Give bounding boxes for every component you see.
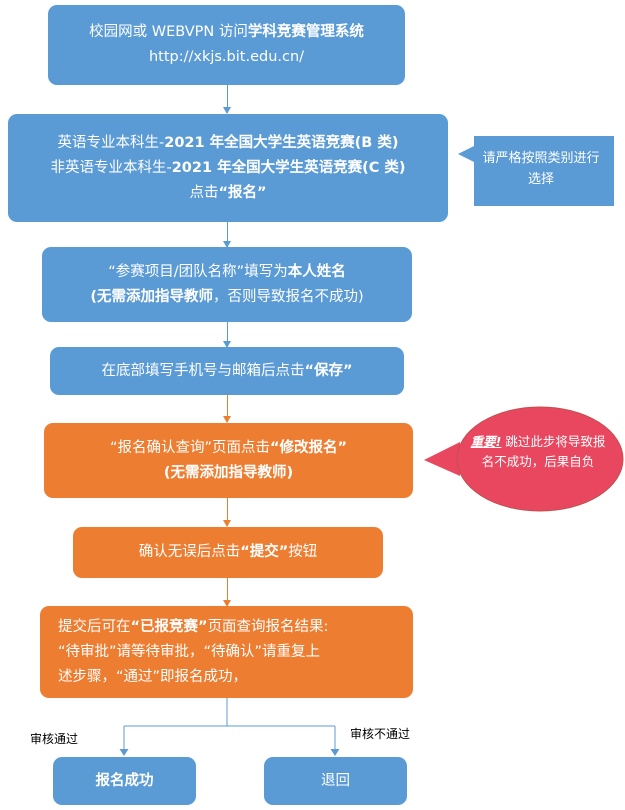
step-select-category-line3: 点击“报名” xyxy=(189,184,267,201)
step-modify-registration-line1: “报名确认查询”页面点击“修改报名” xyxy=(109,439,348,456)
step-fill-team-name: “参赛项目/团队名称”填写为本人姓名 (无需添加指导教师，否则导致报名不成功) xyxy=(42,247,412,322)
callout-important-warning-text: 重要! 跳过此步将导致报名不成功，后果自负 xyxy=(470,432,606,472)
callout-select-category-text: 请严格按照类别进行选择 xyxy=(482,151,600,187)
arrow-3 xyxy=(223,322,231,348)
result-back: 退回 xyxy=(264,757,407,805)
step-check-result: 提交后可在“已报竞赛”页面查询报名结果: “待审批”请等待审批，“待确认”请重复… xyxy=(40,606,413,698)
branch-connector xyxy=(119,698,340,756)
step-fill-team-name-line2: (无需添加指导教师，否则导致报名不成功) xyxy=(90,288,364,305)
step-modify-registration: “报名确认查询”页面点击“修改报名” (无需添加指导教师) xyxy=(44,423,413,498)
step-check-result-line2: “待审批”请等待审批，“待确认”请重复上 xyxy=(58,643,321,660)
result-success: 报名成功 xyxy=(53,757,196,805)
branch-label-rejected: 审核不通过 xyxy=(350,727,411,741)
step-access-system-line1: 校园网或 WEBVPN 访问学科竞赛管理系统 xyxy=(89,24,364,40)
step-check-result-line1: 提交后可在“已报竞赛”页面查询报名结果: xyxy=(58,618,329,635)
step-select-category-line1: 英语专业本科生-2021 年全国大学生英语竞赛(B 类) xyxy=(57,134,399,151)
step-fill-contact: 在底部填写手机号与邮箱后点击“保存” xyxy=(50,347,404,395)
callout-important-warning xyxy=(424,406,624,512)
step-access-system-url: http://xkjs.bit.edu.cn/ xyxy=(148,49,305,65)
step-select-category-line2: 非英语专业本科生-2021 年全国大学生英语竞赛(C 类) xyxy=(50,159,406,176)
step-access-system: 校园网或 WEBVPN 访问学科竞赛管理系统 http://xkjs.bit.e… xyxy=(48,5,405,85)
arrow-6 xyxy=(223,578,231,607)
result-back-label: 退回 xyxy=(321,772,350,789)
step-submit-line: 确认无误后点击“提交”按钮 xyxy=(138,544,318,560)
branch-label-approved: 审核通过 xyxy=(30,732,79,746)
arrow-4 xyxy=(223,395,231,423)
arrow-1 xyxy=(223,85,231,114)
result-success-label: 报名成功 xyxy=(95,772,154,789)
step-modify-registration-line2: (无需添加指导教师) xyxy=(163,464,294,481)
callout-select-category xyxy=(458,136,614,206)
step-fill-team-name-line1: “参赛项目/团队名称”填写为本人姓名 xyxy=(108,263,346,280)
step-submit: 确认无误后点击“提交”按钮 xyxy=(73,527,383,578)
callout-important-emph: 重要! xyxy=(470,434,502,449)
arrow-5 xyxy=(223,498,231,527)
arrow-2 xyxy=(223,222,231,248)
step-select-category: 英语专业本科生-2021 年全国大学生英语竞赛(B 类) 非英语专业本科生-20… xyxy=(8,114,448,222)
step-check-result-line3: 述步骤，“通过”即报名成功， xyxy=(58,668,248,685)
callout-important-body: 跳过此步将导致报名不成功，后果自负 xyxy=(481,434,606,469)
step-fill-contact-line: 在底部填写手机号与邮箱后点击“保存” xyxy=(101,362,353,379)
